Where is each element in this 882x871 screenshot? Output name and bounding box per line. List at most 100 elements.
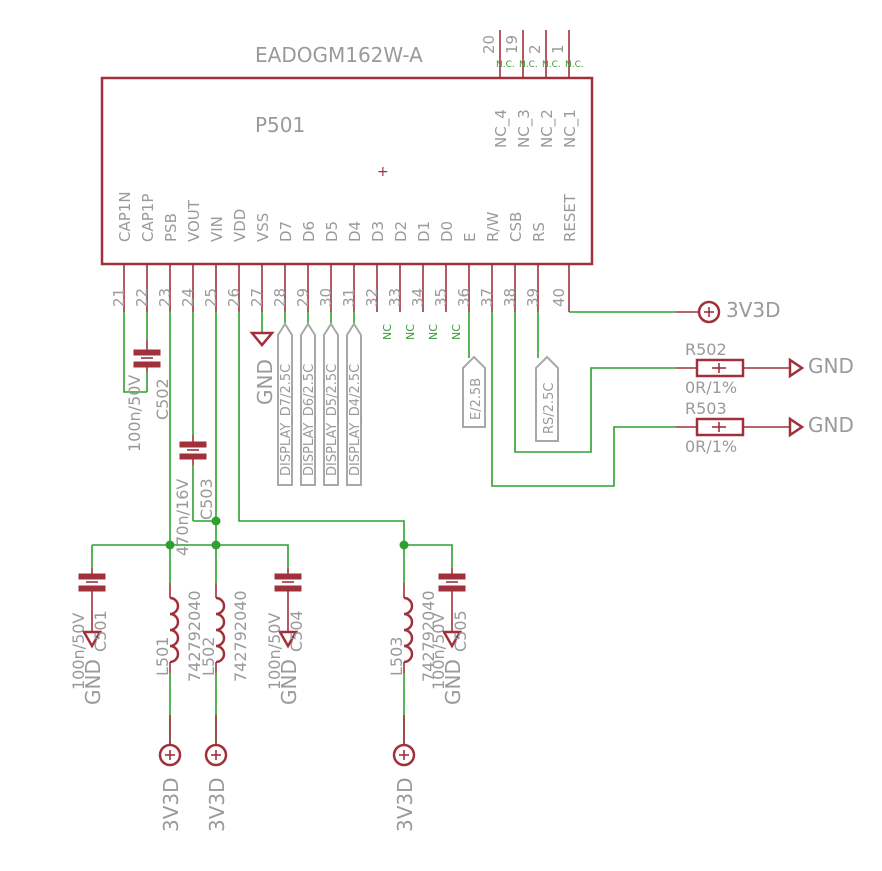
pin-number: 21 [110, 288, 128, 307]
net-label-3v3d: 3V3D [726, 298, 781, 322]
pin-label-psb: PSB [162, 213, 180, 242]
c505-ref: C505 [451, 610, 470, 652]
flag-display-d7: DISPLAY_D7/2.5C [279, 364, 294, 476]
wires [91, 311, 676, 745]
top-nc-markers: N.C. N.C. N.C. N.C. [496, 60, 584, 70]
pin-label-vdd: VDD [231, 209, 249, 242]
pin-label-vss: VSS [254, 213, 272, 242]
c503-ref: C503 [197, 478, 216, 520]
pin-label-cap1n: CAP1N [116, 191, 134, 242]
pin-number: 20 [480, 35, 498, 54]
pin-label-reset: RESET [561, 193, 579, 242]
nc-marker: N.C. [519, 60, 538, 70]
ic-p501: EADOGM162W-A P501 + [100, 43, 594, 266]
pin-number: 30 [317, 288, 335, 307]
flag-rs: RS/2.5C [535, 355, 559, 442]
pin-label-csb: CSB [507, 212, 525, 242]
pin-number: 28 [271, 288, 289, 307]
pin-label-d3: D3 [369, 221, 387, 242]
bottom-pin-labels: CAP1N CAP1P PSB VOUT VIN VDD VSS D7 D6 D… [116, 191, 579, 242]
flag-display-d6: DISPLAY_D6/2.5C [302, 364, 317, 476]
resistor-r503: R503 0R/1% GND [676, 399, 854, 456]
net-label-gnd: GND [277, 659, 301, 705]
inductor-l503: L503 742792040 [387, 583, 438, 682]
pin-label-vout: VOUT [185, 199, 203, 242]
net-label-gnd: GND [81, 659, 105, 705]
pin-number: 19 [503, 35, 521, 54]
pin-number: 22 [133, 288, 151, 307]
pin-number: 23 [156, 288, 174, 307]
r503-ref: R503 [685, 399, 727, 418]
net-label-gnd: GND [808, 413, 854, 437]
resistor-r502: R502 0R/1% GND [676, 340, 854, 397]
capacitor-c504: 100n/50V C504 GND [265, 568, 306, 705]
inductor-l501: L501 742792040 [153, 583, 204, 682]
pin-number: 27 [248, 288, 266, 307]
inductor-l502: L502 742792040 [199, 583, 250, 682]
c502-value: 100n/50V [125, 375, 144, 452]
c504-ref: C504 [287, 610, 306, 652]
l503-value: 742792040 [419, 590, 438, 682]
capacitor-c505: 100n/50V C505 GND [429, 568, 470, 705]
supply-3v3d-reset: 3V3D [676, 298, 781, 324]
gnd-vss: GND [249, 331, 277, 405]
net-label-gnd: GND [441, 659, 465, 705]
pin-number: 26 [225, 288, 243, 307]
pin-label-e: E [461, 233, 479, 242]
ic-name: EADOGM162W-A [255, 43, 423, 67]
bottom-nc-markers: NC NC NC NC [381, 324, 463, 340]
top-pin-numbers: 20 19 2 1 [480, 35, 567, 54]
nc-marker: NC [381, 324, 394, 340]
bottom-pin-stubs [123, 264, 570, 312]
pin-label: NC_3 [515, 109, 534, 148]
flag-e: E/2.5B [462, 355, 486, 428]
c501-value: 100n/50V [69, 613, 88, 690]
l502-ref: L502 [199, 637, 218, 676]
l503-ref: L503 [387, 637, 406, 676]
pin-number: 2 [526, 44, 544, 54]
c505-value: 100n/50V [429, 613, 448, 690]
pin-number: 40 [550, 288, 568, 307]
capacitor-c502: 100n/50V C502 [125, 340, 172, 452]
pin-label-d1: D1 [415, 221, 433, 242]
flag-rs-label: RS/2.5C [542, 383, 557, 434]
flag-display-d4: DISPLAY_D4/2.5C [348, 364, 363, 476]
pin-label: NC_2 [538, 109, 557, 148]
r502-value: 0R/1% [685, 378, 737, 397]
net-label-gnd: GND [253, 359, 277, 405]
r503-value: 0R/1% [685, 437, 737, 456]
pin-label-d5: D5 [323, 221, 341, 242]
capacitor-c503: 470n/16V C503 [173, 435, 216, 556]
pin-number: 34 [409, 288, 427, 307]
ic-body [100, 76, 594, 266]
pin-number: 24 [179, 288, 197, 307]
bottom-pin-numbers: 21 22 23 24 25 26 27 28 29 30 31 32 33 3… [110, 288, 568, 307]
l501-value: 742792040 [185, 590, 204, 682]
supply-3v3d-l502: 3V3D [204, 715, 229, 832]
supply-3v3d-l501: 3V3D [158, 715, 183, 832]
pin-label: NC_4 [492, 109, 511, 148]
top-pin-stubs [499, 30, 570, 78]
pin-number: 1 [549, 44, 567, 54]
pin-label-d0: D0 [438, 221, 456, 242]
nc-marker: N.C. [565, 60, 584, 70]
junctions [165, 516, 409, 550]
pin-number: 33 [386, 288, 404, 307]
pin-label-vin: VIN [208, 216, 226, 242]
l502-value: 742792040 [231, 590, 250, 682]
ic-origin-mark: + [377, 164, 389, 180]
ic-ref: P501 [255, 113, 305, 137]
nc-marker: N.C. [496, 60, 515, 70]
pin-number: 31 [340, 288, 358, 307]
pin-label-rw: R/W [484, 212, 502, 242]
c502-ref: C502 [153, 378, 172, 420]
flag-display-d5: DISPLAY_D5/2.5C [325, 364, 340, 476]
capacitor-c501: 100n/50V C501 GND [69, 568, 110, 705]
net-label-3v3d: 3V3D [159, 777, 183, 832]
pin-number: 32 [363, 288, 381, 307]
flag-e-label: E/2.5B [469, 378, 484, 420]
nc-marker: NC [450, 324, 463, 340]
pin-number: 29 [294, 288, 312, 307]
pin-label-d6: D6 [300, 221, 318, 242]
